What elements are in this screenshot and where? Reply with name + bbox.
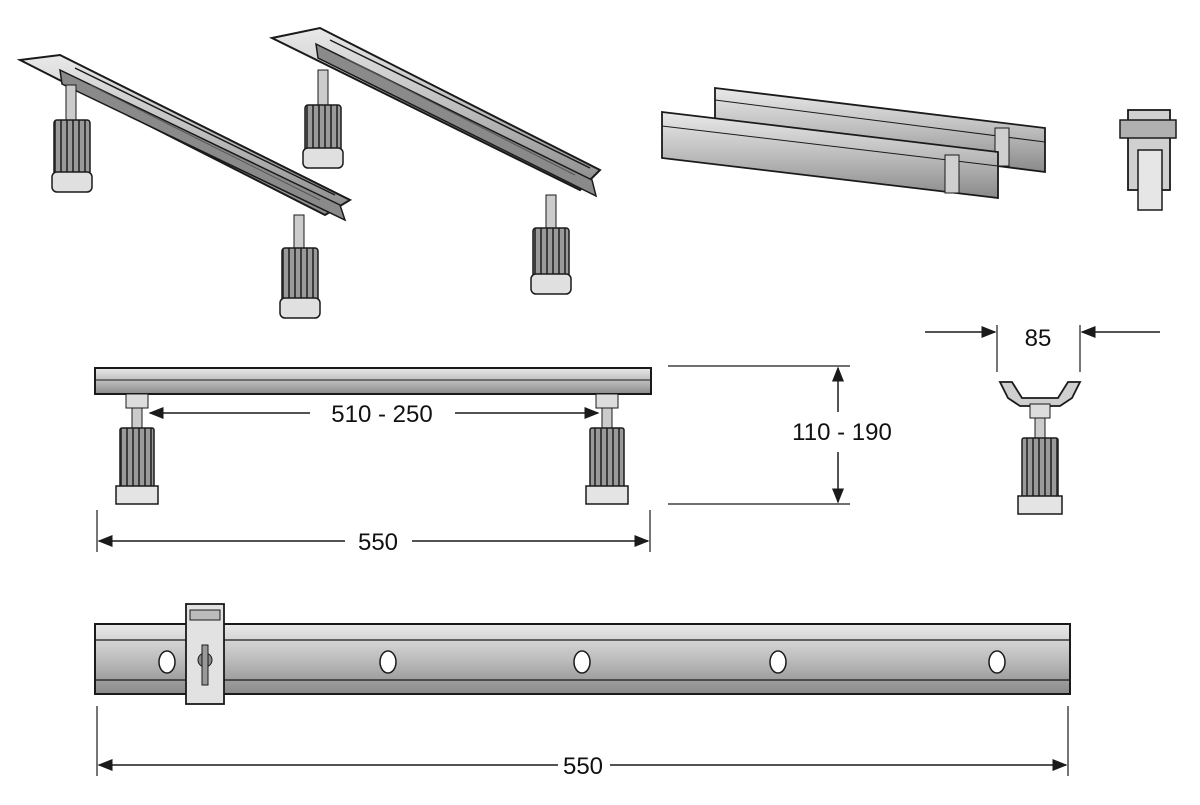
foot-rear-left [279, 214, 321, 319]
bracket-end-view: 85 [925, 325, 1160, 515]
height-range-label: 110 - 190 [792, 419, 892, 446]
long-rail [94, 603, 1071, 705]
dimension-height: 110 - 190 [668, 365, 892, 505]
side-leg-right [585, 393, 629, 505]
side-leg-left [115, 393, 159, 505]
spare-rails [661, 86, 1046, 200]
foot-rear-middle [530, 194, 572, 295]
bracket-width-label: 85 [1025, 325, 1052, 352]
dimension-leg-spacing: 510 - 250 [148, 401, 600, 428]
side-view-frame [94, 367, 652, 505]
foot-front-left [51, 84, 93, 193]
dimension-rail-length: 550 [96, 706, 1069, 780]
leg-spacing-label: 510 - 250 [331, 401, 432, 428]
frame-assembly-right [268, 26, 602, 295]
frame-length-label: 550 [358, 529, 398, 556]
rail-slot-holes [158, 650, 1006, 674]
frame-assembly-left [16, 53, 353, 319]
dimension-frame-length: 550 [96, 510, 651, 556]
rail-clamp [185, 603, 225, 705]
mounting-clip [1119, 109, 1177, 211]
rail-length-label: 550 [563, 753, 603, 780]
foot-front-middle [302, 69, 344, 169]
